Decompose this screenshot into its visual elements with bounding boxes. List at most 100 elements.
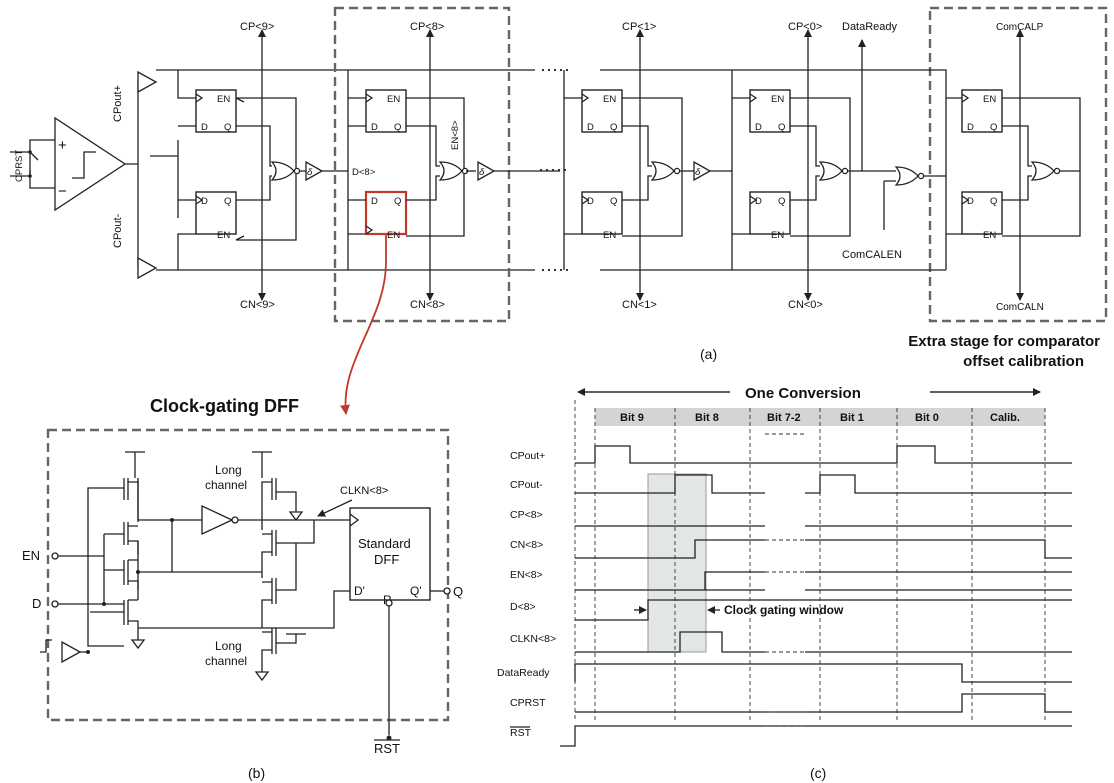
comcalp-label: ComCALP (996, 22, 1044, 33)
svg-text:Q: Q (224, 122, 231, 133)
wave-cn8 (575, 539, 1072, 559)
clock-gating-frame (46, 428, 450, 722)
svg-text:Q: Q (610, 196, 617, 207)
svg-text:EN: EN (771, 230, 784, 241)
cn1-label: CN<1> (622, 299, 657, 311)
rst-pin-label: RST (374, 741, 400, 756)
standard-dff-line1: Standard (358, 536, 411, 551)
stage-bit8-frame (333, 6, 511, 323)
svg-text:Q: Q (778, 122, 785, 133)
svg-text:·····: ····· (540, 59, 570, 79)
svg-text:D: D (371, 196, 378, 207)
cprst-comparator-label: CPRST (14, 150, 25, 182)
svg-text:EN: EN (217, 94, 230, 105)
d-prime-pin: D' (354, 584, 365, 598)
sig-clkn8: CLKN<8> (510, 633, 556, 645)
clkn8-label: CLKN<8> (340, 485, 388, 497)
svg-text:−: − (58, 183, 67, 200)
long-channel-bottom-line2: channel (205, 654, 247, 668)
svg-text:D: D (967, 122, 974, 133)
caption-a: (a) (700, 346, 717, 362)
stage-bit1: EN D Q D Q EN δ CP<1> CN<1> (563, 21, 732, 311)
svg-text:D: D (587, 122, 594, 133)
one-conversion-title: One Conversion (745, 385, 861, 402)
svg-text:EN: EN (603, 94, 616, 105)
calibration-note-line2: offset calibration (963, 353, 1084, 370)
svg-text:D: D (755, 122, 762, 133)
signal-labels: CPout+ CPout- CP<8> CN<8> EN<8> D<8> CLK… (497, 450, 556, 739)
svg-text:D: D (755, 196, 762, 207)
svg-text:EN: EN (983, 94, 996, 105)
cp1-label: CP<1> (622, 21, 656, 33)
wave-rst (560, 725, 1072, 747)
svg-text:·····: ····· (538, 159, 568, 179)
sig-d8: D<8> (510, 601, 536, 613)
cp8-label: CP<8> (410, 21, 444, 33)
stage-bit8: EN D Q D Q EN δ D<8> EN<8> CP<8> CN<8> (347, 21, 560, 311)
q-prime-pin: Q' (410, 584, 422, 598)
sig-dataready: DataReady (497, 667, 550, 679)
sig-cp8: CP<8> (510, 509, 543, 521)
svg-text:Q: Q (778, 196, 785, 207)
sig-cpout-neg: CPout- (510, 479, 543, 491)
calibration-stage-frame (928, 6, 1108, 323)
svg-text:δ: δ (479, 167, 485, 178)
cn8-label: CN<8> (410, 299, 445, 311)
panel-b: Clock-gating DFF EN D (22, 396, 463, 781)
long-channel-top-line1: Long (215, 463, 242, 477)
cpout-pos-label: CPout+ (112, 85, 124, 122)
panel-a: + − CPRST CPout+ CPout- ····· ····· ····… (10, 6, 1108, 415)
svg-text:Q: Q (610, 122, 617, 133)
comcaln-label: ComCALN (996, 302, 1044, 313)
svg-text:D: D (201, 122, 208, 133)
svg-text:+: + (58, 137, 67, 154)
svg-text:EN: EN (387, 94, 400, 105)
svg-text:EN: EN (217, 230, 230, 241)
caption-b: (b) (248, 765, 265, 781)
calibration-note-line1: Extra stage for comparator (908, 333, 1100, 350)
svg-text:D: D (587, 196, 594, 207)
panel-c: One Conversion Bit 9 Bit 8 Bit 7-2 Bit 1… (497, 383, 1072, 781)
sig-cpout-pos: CPout+ (510, 450, 545, 462)
stage-calibration: EN D Q D Q EN ComCALP ComCALN (925, 22, 1081, 313)
q-output-label: Q (453, 584, 463, 599)
svg-text:D: D (371, 122, 378, 133)
left-transistor-stack: EN D (22, 451, 146, 664)
svg-text:δ: δ (695, 167, 701, 178)
svg-text:·····: ····· (540, 259, 570, 279)
svg-text:Q: Q (990, 122, 997, 133)
highlighted-dff (364, 190, 408, 236)
wave-en8 (575, 571, 1072, 591)
phase-bit8: Bit 8 (695, 412, 719, 424)
phase-bit9: Bit 9 (620, 412, 644, 424)
comcalen-label: ComCALEN (842, 249, 902, 261)
panel-b-title: Clock-gating DFF (150, 396, 299, 416)
clock-gating-window (647, 473, 707, 653)
svg-text:D: D (967, 196, 974, 207)
svg-text:EN: EN (771, 94, 784, 105)
svg-text:EN: EN (983, 230, 996, 241)
wave-cprst (575, 693, 1072, 713)
long-channel-top-line2: channel (205, 478, 247, 492)
svg-text:Q: Q (394, 122, 401, 133)
cn9-label: CN<9> (240, 299, 275, 311)
wave-cpout-neg (575, 474, 1072, 494)
svg-text:Q: Q (394, 196, 401, 207)
en-input-label: EN (22, 548, 40, 563)
dataready-label: DataReady (842, 21, 898, 33)
wave-dataready (574, 663, 1072, 683)
d-input-label: D (32, 596, 41, 611)
en8-label: EN<8> (450, 120, 461, 150)
caption-c: (c) (810, 765, 826, 781)
phase-bit7-2: Bit 7-2 (767, 412, 801, 424)
cp0-label: CP<0> (788, 21, 822, 33)
comparator: + − CPRST CPout+ CPout- (10, 70, 158, 280)
svg-text:Q: Q (990, 196, 997, 207)
svg-text:EN: EN (387, 230, 400, 241)
clock-gating-window-label: Clock gating window (724, 603, 844, 617)
wave-clkn8 (575, 631, 1072, 653)
sig-rst: RST (510, 727, 532, 739)
wave-cpout-pos (575, 445, 1072, 464)
long-channel-bottom-line1: Long (215, 639, 242, 653)
